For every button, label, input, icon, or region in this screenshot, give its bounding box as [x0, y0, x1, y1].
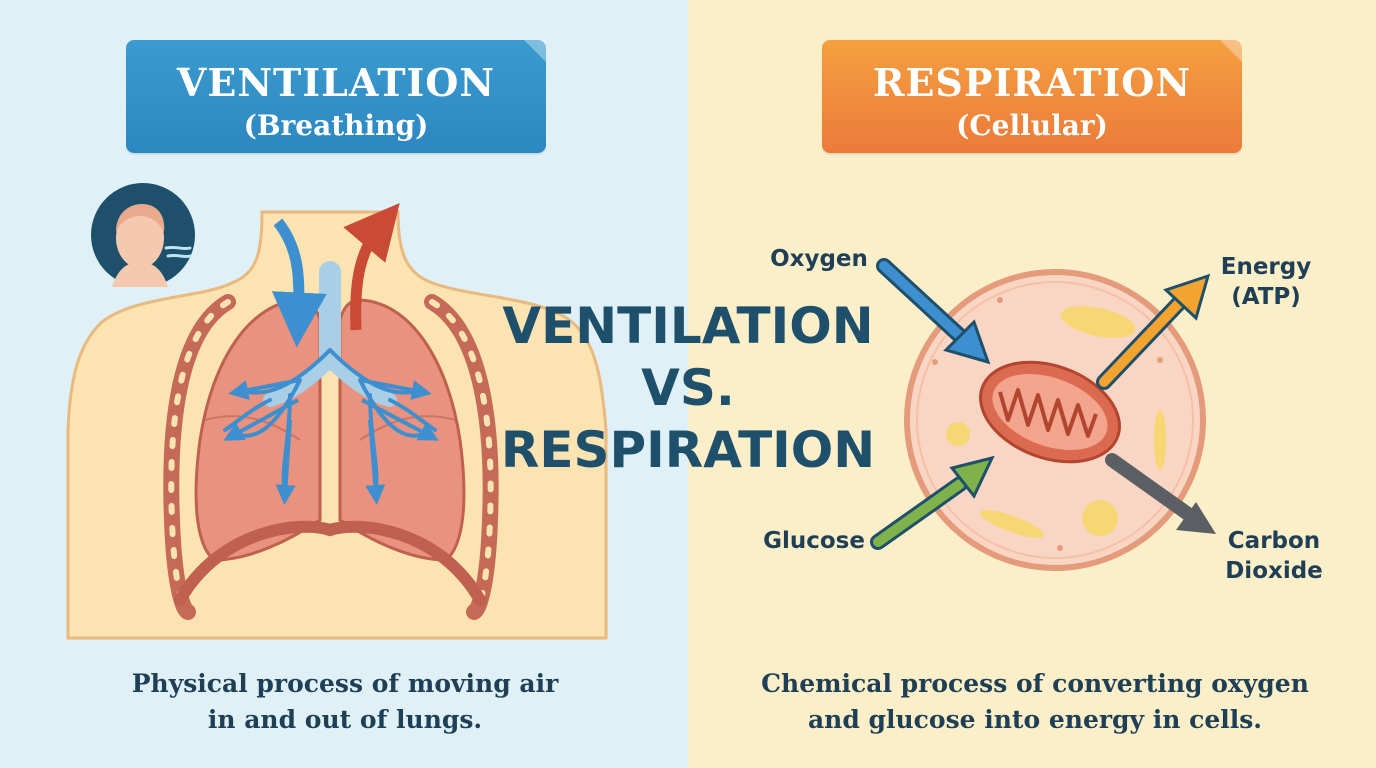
respiration-banner: RESPIRATION (Cellular): [822, 40, 1242, 153]
respiration-description-line2: and glucose into energy in cells.: [807, 705, 1263, 734]
energy-label-line1: Energy: [1220, 254, 1312, 280]
co2-label: Carbon Dioxide: [1204, 526, 1344, 586]
center-title-line2: VS.: [641, 359, 735, 417]
banner-fold: [524, 40, 546, 62]
mitochondrion-icon: [979, 360, 1121, 464]
glucose-arrow: [870, 455, 995, 550]
respiration-description: Chemical process of converting oxygen an…: [730, 666, 1340, 738]
ventilation-description: Physical process of moving air in and ou…: [90, 666, 600, 738]
energy-label-line2: (ATP): [1231, 284, 1301, 310]
oxygen-label: Oxygen: [770, 246, 868, 272]
ventilation-banner: VENTILATION (Breathing): [126, 40, 546, 153]
oxygen-arrow: [876, 258, 991, 365]
energy-label: Energy (ATP): [1196, 252, 1336, 312]
co2-arrow: [1105, 453, 1216, 534]
ventilation-banner-subtitle: (Breathing): [243, 109, 429, 142]
ventilation-description-line1: Physical process of moving air: [131, 669, 559, 698]
co2-label-line2: Dioxide: [1225, 558, 1323, 584]
inhale-arrow: [271, 218, 327, 348]
respiration-description-line1: Chemical process of converting oxygen: [761, 669, 1309, 698]
inner-air-arrows: [223, 378, 439, 505]
ventilation-banner-title: VENTILATION: [176, 60, 496, 105]
respiration-banner-title: RESPIRATION: [872, 60, 1192, 105]
glucose-label: Glucose: [763, 528, 865, 554]
banner-fold: [1220, 40, 1242, 62]
center-title-line1: VENTILATION: [502, 297, 874, 355]
energy-arrow: [1096, 273, 1211, 390]
co2-label-line1: Carbon: [1227, 528, 1321, 554]
center-title-line3: RESPIRATION: [500, 421, 876, 479]
person-breathing-icon: [91, 183, 195, 287]
ventilation-description-line2: in and out of lungs.: [207, 705, 483, 734]
exhale-arrow: [343, 202, 400, 331]
respiration-banner-subtitle: (Cellular): [956, 109, 1108, 142]
